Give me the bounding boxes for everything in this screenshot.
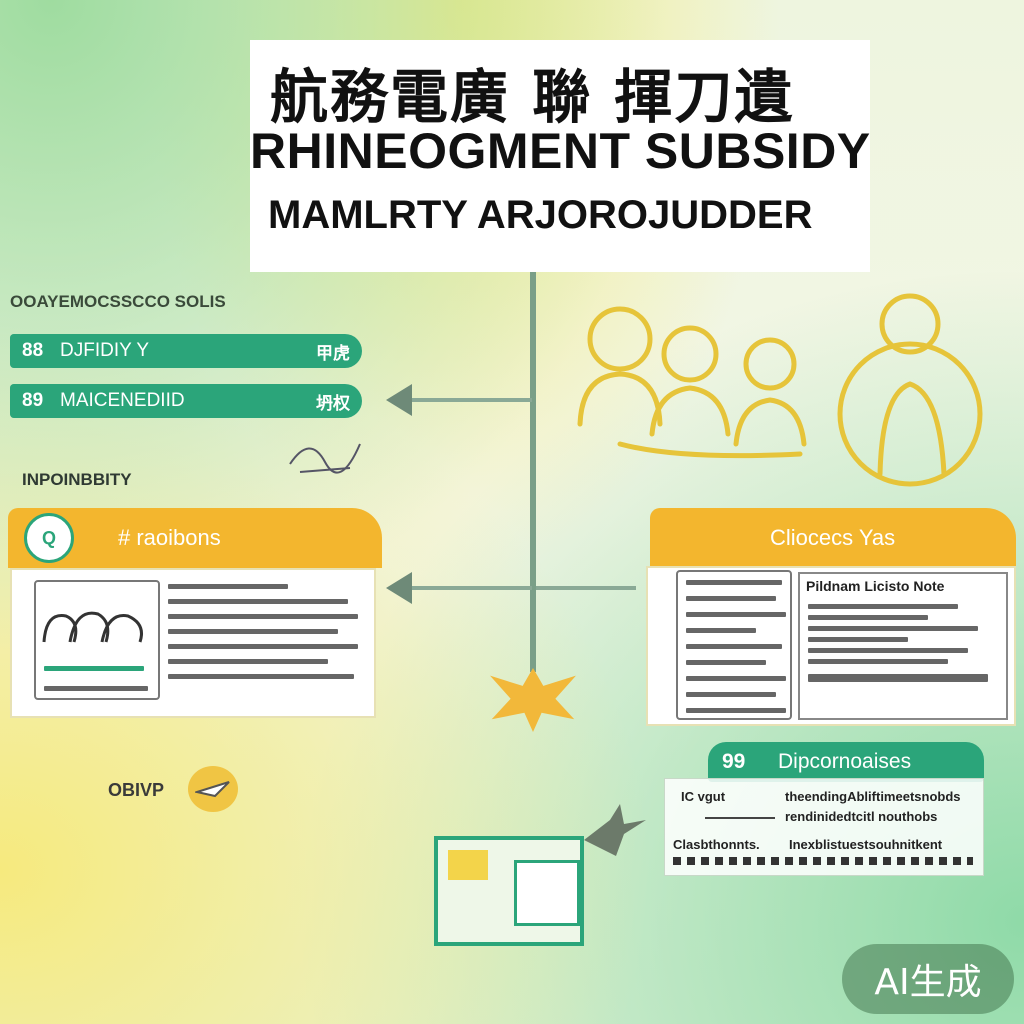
tag-number: 99 (722, 750, 746, 773)
note-card: Pildnam Licisto Note (798, 572, 1008, 720)
bird-icon (584, 804, 646, 856)
section-heading: OOAYEMOCSSCCO SOLIS (10, 292, 226, 311)
pill-maicenediid[interactable]: 89 MAICENEDIID 坍权 (10, 384, 362, 418)
title-line-2: MAMLRTY ARJOROJUDDER (268, 193, 813, 237)
arrow-head-upper (386, 384, 412, 416)
device-illustration (434, 836, 584, 946)
info-r3c1: Clasbthonnts. (673, 837, 760, 852)
pill-end: 甲虎 (316, 343, 350, 363)
title-line-1: RHINEOGMENT SUBSIDY (250, 123, 871, 179)
badge-icon: Q (24, 513, 74, 563)
info-r2c2: rendinidedtcitl nouthobs (785, 809, 938, 824)
right-panel-title: Cliocecs Yas (770, 525, 896, 550)
pill-label: MAICENEDIID (60, 390, 185, 411)
pill-number: 89 (22, 390, 44, 411)
arrow-head-left (386, 572, 412, 604)
left-panel-body (10, 568, 376, 718)
pill-number: 88 (22, 340, 44, 361)
family-sketch-icon (577, 293, 983, 487)
plane-icon (188, 766, 238, 812)
ai-generated-badge: AI生成 (842, 944, 1014, 1014)
scribble-icon (289, 443, 361, 474)
info-r3c2: Inexblistuestsouhnitkent (789, 837, 943, 852)
pill-subsidy[interactable]: 88 DJFIDIY Y 甲虎 (10, 334, 362, 368)
info-heading: INPOINBBITY (22, 470, 132, 489)
arrow-line-left (408, 586, 532, 590)
title-panel (250, 40, 870, 272)
info-r1c2: theendingAbliftimeetsnobds (785, 789, 961, 804)
left-panel-header: Q # raoibons (8, 508, 382, 568)
central-axis (530, 272, 536, 672)
right-panel-header: Cliocecs Yas (650, 508, 1016, 568)
people-sketch-icon (42, 611, 143, 643)
doc-card-illustration (34, 580, 160, 700)
doc-text-lines (168, 584, 364, 679)
arrow-line-right (536, 586, 636, 590)
info-r1c1: IC vgut (681, 789, 726, 804)
bottom-left-label: OBIVP (108, 780, 165, 800)
burst-icon (490, 668, 576, 732)
arrow-line-upper (408, 398, 532, 402)
tag-dipcornoaises[interactable]: 99 Dipcornoaises (708, 742, 984, 782)
pill-label: DJFIDIY Y (60, 340, 150, 361)
tag-label: Dipcornoaises (778, 750, 912, 773)
info-table: IC vgut theendingAbliftimeetsnobds rendi… (664, 778, 984, 876)
right-panel-body: Pildnam Licisto Note (646, 566, 1016, 726)
note-title: Pildnam Licisto Note (806, 578, 945, 594)
form-card (676, 570, 792, 720)
title-cjk: 航務電廣 聯 揮刀遺 (270, 63, 795, 131)
left-panel-title: # raoibons (118, 525, 221, 550)
pill-end: 坍权 (316, 393, 350, 413)
